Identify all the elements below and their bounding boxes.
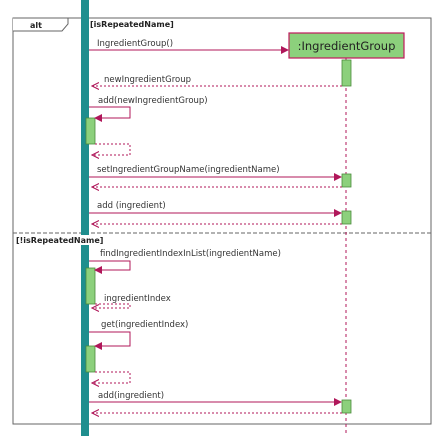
alt-fragment-frame [12,17,432,425]
message-label: newIngredientGroup [104,75,191,85]
message-label: add(ingredient) [98,391,164,401]
participant-activation [341,173,352,188]
participant-activation [341,399,352,414]
caller-activation [85,267,96,305]
message-label: get(ingredientIndex) [101,320,188,330]
participant-label: :IngredientGroup [298,39,396,53]
caller-lifeline [81,0,89,436]
message-label: IngredientGroup() [97,39,173,49]
self-message-arrow [89,260,131,274]
alt-operator-tab [13,17,69,32]
self-return-arrow [92,371,131,383]
message-label: add(newIngredientGroup) [98,96,208,106]
self-message-arrow [89,106,131,122]
message-label: setIngredientGroupName(ingredientName) [97,165,280,175]
alt-operator-label: alt [30,21,42,30]
caller-activation [85,117,96,145]
self-return-arrow [92,303,131,308]
message-label: add (ingredient) [97,201,166,211]
caller-activation [85,345,96,373]
participant-activation [341,59,352,87]
guard-not-repeated: [!isRepeatedName] [16,236,103,245]
self-return-arrow [92,143,131,155]
message-label: findIngredientIndexInList(ingredientName… [100,249,281,259]
participant-ingredient-group [288,32,405,59]
self-message-arrow [89,331,131,350]
message-label: ingredientIndex [104,294,171,304]
participant-activation [341,210,352,225]
guard-is-repeated: [isRepeatedName] [90,20,174,29]
